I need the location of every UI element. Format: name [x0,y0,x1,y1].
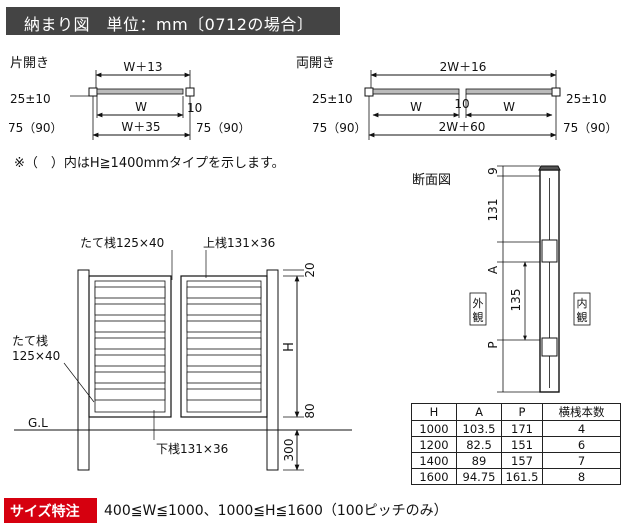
elevation-dim-20: 20 [303,262,317,277]
table-cell: 7 [542,452,621,469]
table-row: 1200 82.5 151 6 [411,436,621,453]
size-range-text: 400≦W≦1000、1000≦H≦1600（100ピッチのみ） [104,503,448,519]
double-bottom-left: 75（90） [312,121,367,135]
section-dim-135: 135 [509,289,523,312]
cross-section: 断面図 9 131 A 135 P 外 観 内 観 [412,165,591,393]
double-gap: 10 [454,97,469,111]
section-inside-c2: 観 [577,310,588,324]
double-top-dim: 2W＋16 [440,60,487,74]
single-label: 片開き [10,56,49,71]
size-custom-badge-label: サイズ特注 [10,504,80,520]
table-cell: 1200 [411,436,457,453]
single-swing-plan: 片開き W＋13 25±10 W 10 W＋35 75（90） 75（90） [8,56,251,140]
double-post-left [364,87,374,97]
table-cell: 103.5 [456,420,502,437]
table-cell: 157 [501,452,543,469]
double-w-left: W [410,100,422,114]
section-slat-upper [541,239,558,263]
double-clearance-right: 25±10 [566,92,607,106]
double-leaf-right [465,88,553,95]
table-cell: 4 [542,420,621,437]
single-w: W [135,100,147,114]
double-bottom-dim: 2W＋60 [439,120,486,134]
elevation-post-left [77,269,90,471]
table-cell: 151 [501,436,543,453]
elevation-stile-label-line2: 125×40 [12,349,60,363]
double-swing-plan: 両開き 2W＋16 25±10 25±10 W 10 W 2W＋60 75（90… [296,56,618,140]
section-title: 断面図 [412,173,451,188]
elevation-top-rail-label: 上桟131×36 [203,236,275,250]
double-bottom-right: 75（90） [563,121,618,135]
section-header: 納まり図 単位：mm〔0712の場合〕 [6,7,340,35]
table-cell: 1000 [411,420,457,437]
double-w-right: W [503,100,515,114]
table-cell: 82.5 [456,436,502,453]
single-gate-leaf [96,88,184,95]
table-row: 1400 89 157 7 [411,452,621,469]
spec-header-p: P [501,403,543,421]
elevation-dim-300: 300 [282,439,296,462]
table-cell: 8 [542,468,621,485]
table-row: 1600 94.75 161.5 8 [411,468,621,485]
table-cell: 89 [456,452,502,469]
single-gap-right: 10 [187,101,202,115]
table-row: 1000 103.5 171 4 [411,420,621,437]
double-leaf-left [372,88,460,95]
size-custom-badge: サイズ特注 [4,498,97,523]
elevation-dim-h: H [282,342,297,352]
double-clearance-left: 25±10 [312,92,353,106]
table-cell: 1600 [411,468,457,485]
double-post-right [551,87,561,97]
section-outside-c2: 観 [473,310,484,324]
footnote: ※（ ）内はH≧1400mmタイプを示します。 [14,156,285,171]
gl-label: G.L [28,416,48,430]
spec-header-h: H [411,403,457,421]
elevation-post-right [266,269,279,471]
single-post-right [185,87,195,97]
spec-header-a: A [456,403,502,421]
table-cell: 171 [501,420,543,437]
single-top-dim: W＋13 [123,60,162,74]
spec-header-count: 横桟本数 [542,403,621,421]
section-dim-131: 131 [486,199,500,222]
elevation-bottom-rail-label: 下桟131×36 [156,442,228,456]
single-clearance-left: 25±10 [10,92,51,106]
single-bottom-left: 75（90） [8,121,63,135]
elevation-dim-80: 80 [303,403,317,418]
section-slat-lower [541,337,558,357]
single-bottom-right: 75（90） [196,121,251,135]
table-cell: 161.5 [501,468,543,485]
spec-table: H A P 横桟本数 1000 103.5 171 4 1200 82.5 15… [411,403,621,485]
table-cell: 94.75 [456,468,502,485]
elevation-stile-label: たて桟125×40 [80,236,164,250]
single-bottom-dim: W＋35 [121,120,160,134]
spec-table-header-row: H A P 横桟本数 [411,403,621,421]
double-label: 両開き [296,56,335,71]
section-dim-9: 9 [486,167,500,175]
gate-elevation: G.L たて桟125×40 上桟131×36 たて桟 125×40 下桟131×… [12,236,352,471]
section-dim-p: P [486,341,500,348]
section-dim-a: A [486,265,500,274]
table-cell: 6 [542,436,621,453]
section-outside-c1: 外 [473,297,484,310]
header-title: 納まり図 単位：mm〔0712の場合〕 [24,15,314,34]
single-post-left [88,87,98,97]
elevation-stile-label-line1: たて桟 [12,334,48,348]
section-inside-c1: 内 [577,296,588,310]
table-cell: 1400 [411,452,457,469]
